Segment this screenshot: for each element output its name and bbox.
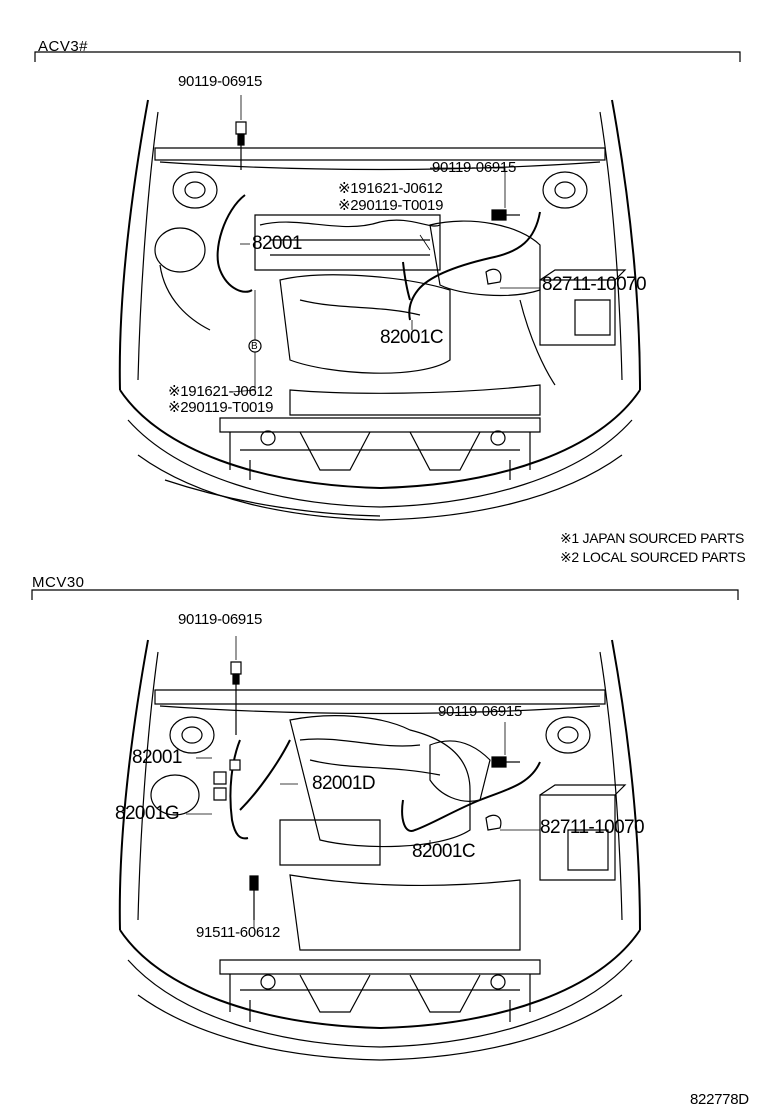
label-bolt-right: 90119-06915 — [432, 159, 517, 176]
label-jp-part: ※191621-J0612 — [338, 180, 443, 197]
label-ref-b: B — [251, 341, 258, 352]
section-title-acv3: ACV3# — [38, 38, 89, 55]
label-local-part-lower: ※290119-T0019 — [168, 399, 274, 416]
label-cable-d-mcv30: 82001D — [312, 773, 376, 794]
label-clamp-mcv30: 82711-10070 — [540, 817, 645, 838]
note-local-sourced: ※2 LOCAL SOURCED PARTS — [560, 549, 746, 565]
section-title-mcv30: MCV30 — [32, 574, 85, 591]
label-stud-mcv30: 91511-60612 — [196, 924, 281, 941]
label-bolt-right-mcv30: 90119-06915 — [438, 703, 523, 720]
note-japan-sourced: ※1 JAPAN SOURCED PARTS — [560, 530, 745, 546]
label-cable-left-mcv30: 82001 — [132, 747, 182, 768]
label-bolt-top: 90119-06915 — [178, 73, 263, 90]
figure-id: 822778D — [690, 1091, 749, 1108]
engine-bay-diagram-acv3 — [34, 51, 741, 521]
label-cable-left: 82001 — [252, 233, 302, 254]
label-clamp: 82711-10070 — [542, 274, 647, 295]
label-bolt-top-mcv30: 90119-06915 — [178, 611, 263, 628]
label-cable-c-mcv30: 82001C — [412, 841, 476, 862]
label-cable-g-mcv30: 82001G — [115, 803, 180, 824]
label-local-part: ※290119-T0019 — [338, 197, 444, 214]
label-jp-part-lower: ※191621-J0612 — [168, 383, 273, 400]
label-cable-c: 82001C — [380, 327, 444, 348]
